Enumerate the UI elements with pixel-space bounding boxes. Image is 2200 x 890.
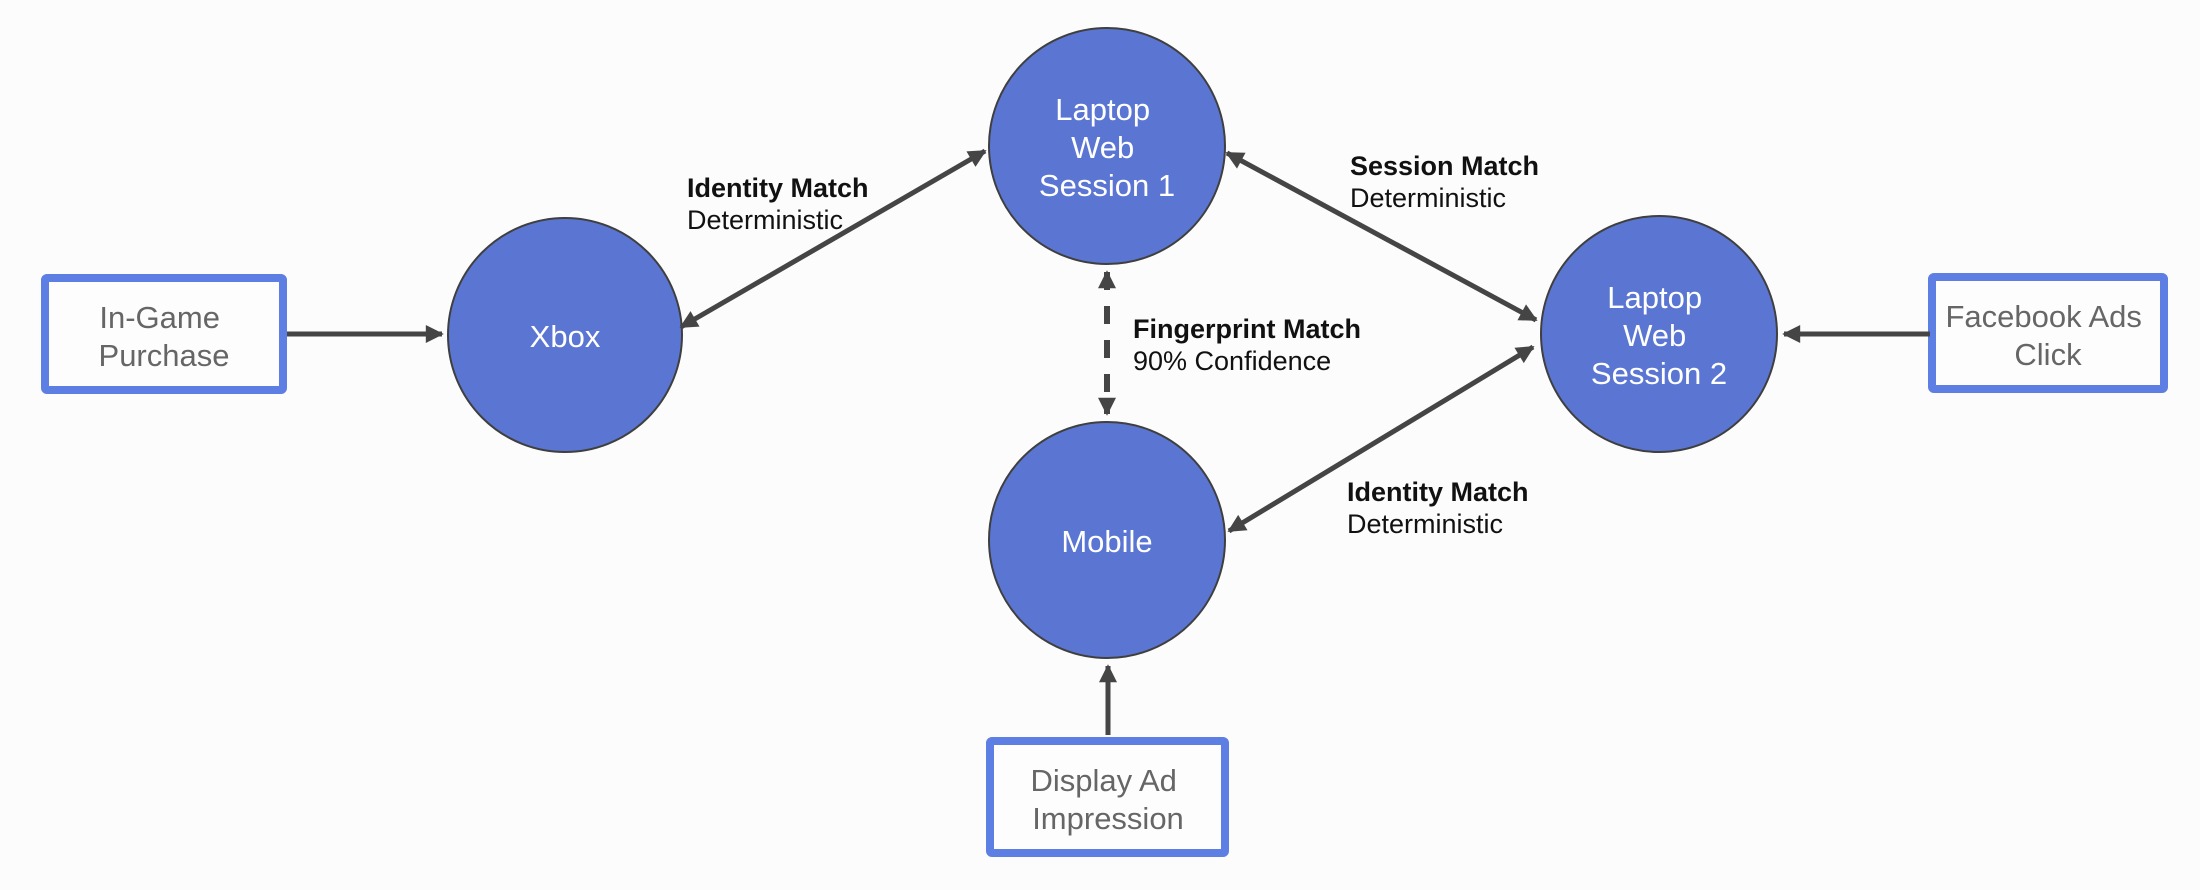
laptop-web-session-2-label: Laptop Web Session 2 (1591, 280, 1727, 391)
node-display-ad-impression: Display Ad Impression (986, 737, 1229, 857)
laptop-web-session-2-circle (1540, 215, 1778, 453)
facebook-ads-click-box (1928, 273, 2168, 393)
display-ad-impression-box (986, 737, 1229, 857)
in-game-purchase-box (41, 274, 287, 394)
edge-session1-session2 (1225, 150, 1538, 323)
edge-label-identity-match-mobile: Identity Match Deterministic (1347, 477, 1529, 539)
in-game-purchase-label: In-Game Purchase (99, 300, 230, 373)
edge-mobile-session2 (1227, 344, 1535, 534)
laptop-web-session-1-circle (988, 27, 1226, 265)
xbox-circle (447, 217, 683, 453)
node-facebook-ads-click: Facebook Ads Click (1928, 273, 2168, 393)
node-xbox: Xbox (447, 217, 683, 453)
node-mobile: Mobile (988, 421, 1226, 659)
edge-xbox-session1 (679, 148, 987, 330)
laptop-web-session-1-label: Laptop Web Session 1 (1039, 92, 1175, 203)
edge-label-subtitle: Deterministic (1347, 509, 1503, 539)
node-in-game-purchase: In-Game Purchase (41, 274, 287, 394)
edge-label-session-match: Session Match Deterministic (1350, 151, 1539, 213)
mobile-label: Mobile (1061, 524, 1152, 559)
display-ad-impression-label: Display Ad Impression (1030, 763, 1185, 836)
edge-label-title: Identity Match (687, 173, 869, 203)
edge-label-title: Session Match (1350, 151, 1539, 181)
edge-label-title: Identity Match (1347, 477, 1529, 507)
mobile-circle (988, 421, 1226, 659)
xbox-label: Xbox (530, 319, 601, 354)
edge-label-subtitle: Deterministic (687, 205, 843, 235)
node-laptop-web-session-2: Laptop Web Session 2 (1540, 215, 1778, 453)
edge-label-subtitle: 90% Confidence (1133, 346, 1331, 376)
edge-label-identity-match-xbox: Identity Match Deterministic (687, 173, 869, 235)
edge-label-subtitle: Deterministic (1350, 183, 1506, 213)
edge-label-fingerprint-match: Fingerprint Match 90% Confidence (1133, 314, 1361, 376)
node-laptop-web-session-1: Laptop Web Session 1 (988, 27, 1226, 265)
facebook-ads-click-label: Facebook Ads Click (1945, 299, 2150, 372)
edge-label-title: Fingerprint Match (1133, 314, 1361, 344)
